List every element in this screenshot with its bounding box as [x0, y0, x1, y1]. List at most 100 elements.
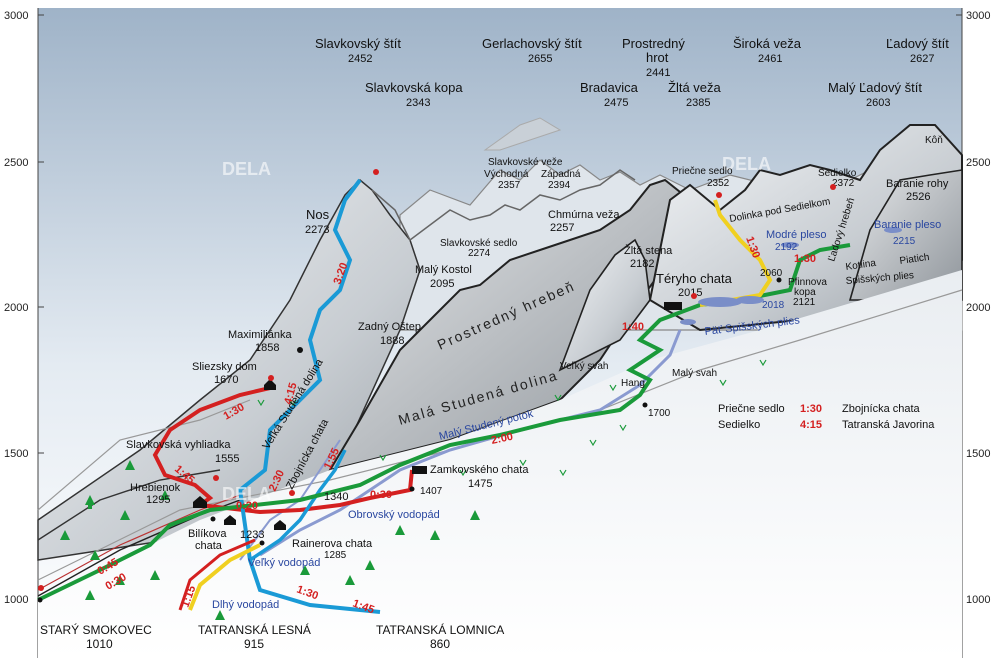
peak-elev-ladovy: 2627 — [910, 53, 934, 65]
label-hrebienok-elev: 1295 — [146, 494, 170, 506]
label-velky-svah: Veľký svah — [560, 361, 609, 372]
label-rainerova-elev: 1285 — [324, 550, 347, 561]
distant-peak — [483, 117, 562, 151]
legend: Priečne sedlo 1:30 Zbojnícka chata Sedie… — [718, 403, 935, 431]
label-vyhliadka-elev: 1555 — [215, 453, 239, 465]
label-zadny-ostep-elev: 1888 — [380, 335, 404, 347]
label-chmurna-elev: 2257 — [550, 222, 574, 234]
slavkovske-veze-ridge — [371, 169, 636, 242]
label-kotlina: Kotlina — [845, 258, 877, 273]
label-1407: 1407 — [420, 486, 443, 497]
label-velky-vodopad: Veľký vodopád — [248, 557, 320, 569]
label-baranie-rohy: Baranie rohy — [886, 178, 949, 190]
left-axis-label-3000: 3000 — [4, 10, 28, 22]
zlta-stena-ridge — [558, 238, 651, 372]
peak-name-prostredny-2: hrot — [646, 50, 669, 65]
watermark-2: DELA — [722, 154, 771, 174]
label-pfinnova-elev: 2121 — [793, 297, 816, 308]
peak-name-zlta-veza: Žltá veža — [668, 80, 722, 95]
label-maly-kostol-elev: 2095 — [430, 278, 454, 290]
peak-elev-prostredny: 2441 — [646, 67, 670, 79]
label-1340: 1340 — [324, 491, 348, 503]
label-teryho: Téryho chata — [656, 271, 733, 286]
funicular-line — [37, 494, 241, 591]
label-2018: 2018 — [762, 300, 785, 311]
peak-name-slavkovska-kopa: Slavkovská kopa — [365, 80, 463, 95]
peak-elev-zlta-veza: 2385 — [686, 97, 710, 109]
legend-from-1: Priečne sedlo — [718, 403, 785, 415]
left-axis-label-2000: 2000 — [4, 302, 28, 314]
right-axis-label-3000: 3000 — [966, 10, 990, 22]
right-axis-label-1500: 1500 — [966, 448, 990, 460]
label-slavkovske-sedlo-elev: 2274 — [468, 248, 491, 259]
grass-marks — [257, 359, 767, 477]
time-130-sedielko: 1:30 — [794, 253, 816, 265]
label-1233: 1233 — [240, 529, 264, 541]
label-pfinnova-2: kopa — [794, 287, 816, 298]
left-axis-label-2500: 2500 — [4, 157, 28, 169]
label-vychodna-elev: 2357 — [498, 180, 521, 191]
road-line — [37, 469, 221, 541]
right-axis-label-2500: 2500 — [966, 157, 990, 169]
trail-red-lesna — [178, 538, 256, 611]
baranie-pleso-lake — [884, 227, 902, 233]
trail-red-sliezsky — [152, 386, 271, 507]
label-2060: 2060 — [760, 268, 783, 279]
peak-name-gerlachovsky: Gerlachovský štít — [482, 36, 582, 51]
pat-plies-lake-3 — [680, 319, 696, 325]
label-sedielko: Sedielko — [818, 168, 857, 179]
label-sedielko-elev: 2372 — [832, 178, 855, 189]
peak-elev-siroka: 2461 — [758, 53, 782, 65]
town-tatranska-lomnica-elev: 860 — [430, 637, 450, 651]
gray-road — [37, 399, 251, 511]
right-axis-label-2000: 2000 — [966, 302, 990, 314]
label-obrovsky: Obrovský vodopád — [348, 509, 440, 521]
label-priecne-sedlo-elev: 2352 — [707, 178, 730, 189]
town-stary-smokovec-elev: 1010 — [86, 637, 113, 651]
label-hang: Hang — [621, 378, 645, 389]
peak-elev-gerlachovsky: 2655 — [528, 53, 552, 65]
legend-from-2: Sedielko — [718, 419, 760, 431]
label-hrebienok: Hrebienok — [130, 482, 181, 494]
time-020: 0:20 — [236, 500, 258, 512]
label-zamkovskeho: Zamkovského chata — [430, 464, 529, 476]
modre-pleso-lake — [781, 242, 799, 248]
label-zamkovskeho-elev: 1475 — [468, 478, 492, 490]
trail-yellow-lesna — [188, 543, 261, 611]
maly-studeny-potok — [259, 329, 682, 557]
legend-to-2: Tatranská Javorina — [842, 419, 935, 431]
label-modre-pleso-elev: 2192 — [775, 242, 798, 253]
label-zapadna: Západná — [541, 169, 581, 180]
label-piatich: Piatich — [899, 252, 930, 267]
trail-blue-nos — [237, 178, 381, 614]
label-teryho-elev: 2015 — [678, 287, 702, 299]
pat-plies-lake-1 — [698, 297, 742, 307]
summit-marker-icon — [38, 169, 836, 591]
label-1700: 1700 — [648, 408, 671, 419]
label-maximilianka-elev: 1858 — [255, 342, 279, 354]
label-modre-pleso: Modré pleso — [766, 229, 827, 241]
watermark-1: DELA — [222, 159, 271, 179]
peak-name-ladovy: Ľadový štít — [886, 36, 949, 51]
label-priecne-sedlo: Priečne sedlo — [672, 166, 733, 177]
label-maly-svah: Malý svah — [672, 368, 717, 379]
label-sliezsky-dom: Sliezsky dom — [192, 361, 257, 373]
label-maly-kostol: Malý Kostol — [415, 264, 472, 276]
label-bilikova: Bilíkova — [188, 528, 227, 540]
label-bilikova-2: chata — [195, 540, 223, 552]
peak-elev-slavkovska-kopa: 2343 — [406, 97, 430, 109]
junction-dot-icon — [37, 277, 782, 603]
label-baranie-pleso: Baranie pleso — [874, 219, 941, 231]
label-pfinnova: Pfinnova — [788, 277, 827, 288]
right-axis-label-1000: 1000 — [966, 594, 990, 606]
time-200: 2:00 — [490, 431, 514, 447]
label-sliezsky-dom-elev: 1670 — [214, 374, 238, 386]
label-rainerova: Rainerova chata — [292, 538, 373, 550]
time-030-obrovsky: 0:30 — [370, 489, 392, 501]
foreground-ground — [38, 270, 962, 658]
label-slavkovske-veze: Slavkovské veže — [488, 157, 563, 168]
peak-name-slavkovsky: Slavkovský štít — [315, 36, 401, 51]
label-slavkovske-sedlo: Slavkovské sedlo — [440, 238, 518, 249]
peak-name-prostredny: Prostredný — [622, 36, 685, 51]
